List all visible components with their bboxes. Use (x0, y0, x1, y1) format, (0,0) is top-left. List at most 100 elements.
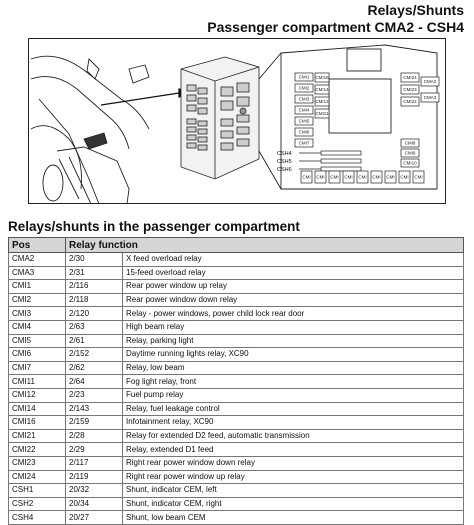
relay-box-left-label: CMI2 (299, 86, 310, 91)
relay-block-sketch (180, 56, 260, 180)
relay-box-right-label: CMI22 (403, 99, 417, 104)
page-header: Relays/Shunts Passenger compartment CMA2… (207, 2, 464, 36)
relay-box-bottom-label: CMI (330, 175, 338, 180)
connector-lines (258, 52, 282, 190)
header-pos: Pos (8, 237, 66, 253)
cell-desc: Fog light relay, front (122, 374, 464, 389)
cell-code: 2/119 (65, 469, 123, 485)
relay-box-bottom: CMI (328, 170, 341, 184)
cell-desc: Shunt, low beam CEM (122, 510, 464, 525)
cell-pos: CMI4 (8, 319, 66, 335)
relay-box-bottom: CMI (384, 170, 397, 184)
relay-box-left-label: CMI3 (299, 97, 310, 102)
cell-desc: Relay - power windows, power child lock … (122, 306, 464, 321)
header-relay-function: Relay function (65, 237, 464, 253)
relay-box-right-label: CMI23 (403, 87, 417, 92)
cell-code: 2/61 (65, 333, 123, 349)
relay-box-left: CMI4 (294, 105, 314, 115)
relay-box-mid-label: CMI10 (403, 161, 417, 166)
cell-pos: CSH1 (8, 483, 66, 498)
shunt-box: CSH6 (277, 166, 362, 173)
relay-box-center-label: CMI12 (315, 99, 329, 104)
relay-box-left-label: CMI6 (299, 130, 310, 135)
relay-box-center: CMI12 (314, 96, 330, 107)
cell-code: 2/30 (65, 252, 123, 267)
cell-desc: Relay, fuel leakage control (122, 401, 464, 417)
relay-box-bottom: CMI (370, 170, 383, 184)
relay-box-bottom: CMI (356, 170, 369, 184)
cell-desc: High beam relay (122, 319, 464, 335)
cell-desc: Daytime running lights relay, XC90 (122, 347, 464, 362)
cell-code: 20/32 (65, 483, 123, 498)
relay-box-center-label: CMI16 (315, 75, 329, 80)
cell-desc: Shunt, indicator CEM, left (122, 483, 464, 498)
cell-code: 2/63 (65, 319, 123, 335)
relay-box-right-label: CMA3 (424, 95, 437, 100)
cell-code: 2/23 (65, 387, 123, 403)
relay-box-center: CMI16 (314, 72, 330, 83)
cell-code: 2/62 (65, 360, 123, 376)
relay-box-right-label: CMA2 (424, 79, 437, 84)
relay-box-right: CMA2 (420, 76, 440, 87)
relay-box-mid: CMI10 (400, 158, 420, 168)
cell-code: 2/118 (65, 292, 123, 308)
cell-pos: CMI22 (8, 442, 66, 457)
cell-desc: Relay, parking light (122, 333, 464, 349)
relay-box-right: CMI24 (400, 72, 420, 83)
shunt-label: CSH6 (277, 167, 292, 173)
cell-pos: CMI23 (8, 455, 66, 471)
relay-box-bottom: CMI (398, 170, 411, 184)
cell-code: 2/117 (65, 455, 123, 471)
cell-code: 2/28 (65, 428, 123, 444)
relay-box-mid-label: CMI8 (405, 141, 416, 146)
cell-code: 20/34 (65, 496, 123, 512)
cell-desc: Shunt, indicator CEM, right (122, 496, 464, 512)
relay-box-left: CMI2 (294, 83, 314, 93)
cell-code: 2/120 (65, 306, 123, 321)
relay-box-bottom-label: CMI (344, 175, 352, 180)
relay-box-bottom-label: CMI (400, 175, 408, 180)
cell-pos: CMI12 (8, 387, 66, 403)
relay-box-bottom-label: CMI (414, 175, 422, 180)
relay-box-mid-label: CMI9 (405, 151, 416, 156)
cell-code: 2/64 (65, 374, 123, 389)
relay-box-left: CMI3 (294, 94, 314, 104)
cell-pos: CMA2 (8, 252, 66, 267)
cell-pos: CMI6 (8, 347, 66, 362)
cell-pos: CMI3 (8, 306, 66, 321)
relay-box-left: CMI1 (294, 72, 314, 82)
shunt-label: CSH4 (277, 151, 292, 157)
page-subtitle: Passenger compartment CMA2 - CSH4 (207, 19, 464, 35)
relay-box-left-label: CMI4 (299, 108, 310, 113)
cell-pos: CSH4 (8, 510, 66, 525)
section-title: Relays/shunts in the passenger compartme… (8, 219, 300, 234)
cell-pos: CMI16 (8, 415, 66, 430)
relay-box-left-label: CMI1 (299, 75, 310, 80)
cell-pos: CMI2 (8, 292, 66, 308)
shunt-box: CSH4 (277, 150, 362, 157)
relay-box-bottom-label: CMI (358, 175, 366, 180)
cell-code: 2/159 (65, 415, 123, 430)
cell-desc: Rear power window up relay (122, 279, 464, 294)
cell-pos: CMI24 (8, 469, 66, 485)
cell-desc: Relay for extended D2 feed, automatic tr… (122, 428, 464, 444)
cell-desc: Right rear power window up relay (122, 469, 464, 485)
